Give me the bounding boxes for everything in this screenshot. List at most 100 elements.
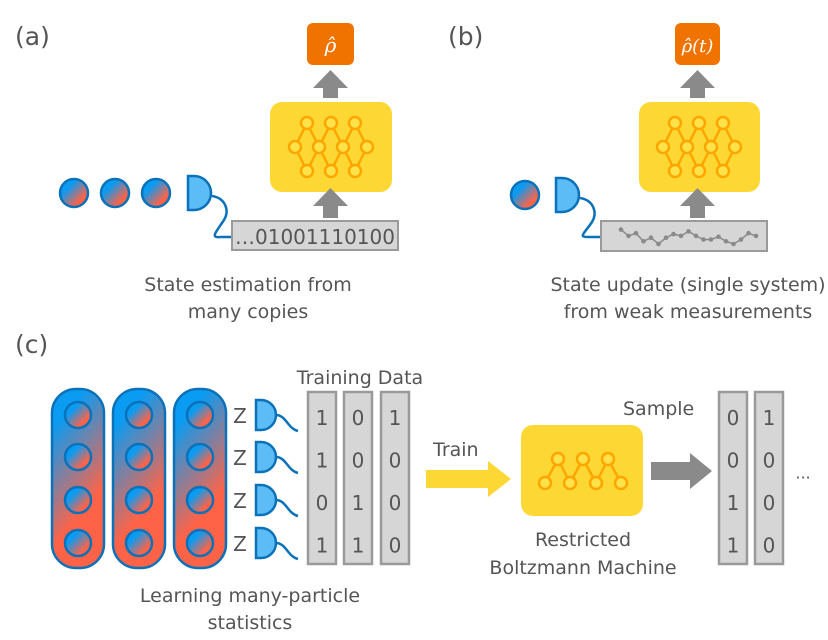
particle-icon <box>63 485 93 515</box>
panel-b: (b) ρ̂(t) State update (single system) f… <box>448 22 826 323</box>
basis-label: Z <box>233 532 247 556</box>
network-node <box>359 139 375 155</box>
sample-arrow-icon <box>651 453 712 489</box>
detector-icon <box>254 483 278 517</box>
data-column-box <box>717 390 749 566</box>
data-bit: 1 <box>316 449 329 473</box>
signal-point <box>693 233 699 239</box>
network-graph-icon <box>655 115 743 179</box>
column-container <box>50 387 106 570</box>
sample-label: Sample <box>623 398 694 420</box>
column-container <box>172 387 228 570</box>
caption-b-line1: State update (single system) <box>550 274 825 296</box>
particle-column <box>111 387 167 570</box>
network-node <box>335 139 351 155</box>
output-box-a: ρ̂ <box>307 23 354 65</box>
network-node <box>691 115 707 131</box>
data-bit: 0 <box>763 449 776 473</box>
signal-point <box>633 230 639 236</box>
rbm-node <box>562 475 578 491</box>
bitstring-box: …01001110100 <box>231 220 399 251</box>
signal-point <box>678 233 684 239</box>
output-box-b: ρ̂(t) <box>675 23 720 65</box>
particle-icon <box>185 400 215 430</box>
signal-point <box>641 239 646 244</box>
network-graph-icon <box>287 115 375 179</box>
train-arrow-icon <box>426 461 511 497</box>
rbm-node <box>613 475 629 491</box>
data-bit: 0 <box>389 534 402 558</box>
train-label: Train <box>432 439 479 461</box>
signal-point <box>656 241 661 247</box>
detector-icon <box>186 174 213 212</box>
data-bit: 1 <box>763 406 776 430</box>
detector-shape <box>254 440 278 474</box>
rbm-box <box>521 425 643 516</box>
rbm-node <box>600 451 616 467</box>
quantum-copies <box>58 177 172 209</box>
neural-network-a <box>270 102 392 192</box>
data-bit: 1 <box>352 534 365 558</box>
signal-point <box>716 234 721 240</box>
ellipsis: ··· <box>795 468 810 487</box>
network-node <box>655 139 671 155</box>
basis-label: Z <box>233 404 247 428</box>
network-node <box>347 115 363 131</box>
signal-point <box>618 227 624 232</box>
signal-point <box>701 237 706 242</box>
particle-column <box>172 387 228 570</box>
rbm-node <box>550 451 566 467</box>
many-particle-systems <box>50 387 228 570</box>
signal-point <box>731 241 736 247</box>
network-node <box>299 115 315 131</box>
data-bit: 1 <box>389 406 402 430</box>
sample-column: 0011 <box>717 390 749 566</box>
data-bit: 1 <box>352 491 365 515</box>
column-container <box>111 387 167 570</box>
data-bit: 0 <box>727 449 740 473</box>
network-node <box>299 163 315 179</box>
qubit-icon <box>140 177 172 209</box>
detector-cable <box>275 541 299 561</box>
signal-point <box>686 229 691 234</box>
panel-a: (a) ρ̂ …01001110100 State estimation fro <box>15 22 399 323</box>
data-bit: 0 <box>763 491 776 515</box>
basis-label: Z <box>233 489 247 513</box>
basis-label: Z <box>233 446 247 470</box>
data-bit: 0 <box>763 534 776 558</box>
signal-point <box>671 231 676 237</box>
data-column-box <box>379 390 411 566</box>
panel-b-label: (b) <box>448 22 483 51</box>
detector-cable <box>275 455 299 475</box>
detector-cable <box>579 196 601 239</box>
detector-icon <box>254 440 278 474</box>
neural-network-b <box>639 102 760 192</box>
signal-point <box>708 237 714 242</box>
network-node <box>323 115 339 131</box>
detector-shape <box>254 526 278 560</box>
detector-shape <box>254 483 278 517</box>
panel-c-label: (c) <box>15 330 48 359</box>
detector-icon <box>254 398 278 432</box>
particle-icon <box>124 400 154 430</box>
network-node <box>347 163 363 179</box>
data-bit: 0 <box>389 449 402 473</box>
network-node <box>727 139 743 155</box>
particle-icon <box>63 528 93 558</box>
data-bit: 0 <box>316 491 329 515</box>
network-node <box>667 163 683 179</box>
output-rho-a: ρ̂ <box>324 33 337 57</box>
data-bit: 1 <box>727 491 740 515</box>
rbm-node <box>575 451 591 467</box>
network-node <box>715 115 731 131</box>
signal-point <box>723 239 729 244</box>
rbm-graph-icon <box>537 451 629 491</box>
detector-icon <box>254 526 278 560</box>
sample-column: 1 0 0 0 <box>753 390 785 566</box>
panel-a-label: (a) <box>15 22 50 51</box>
signal-point <box>663 235 669 240</box>
